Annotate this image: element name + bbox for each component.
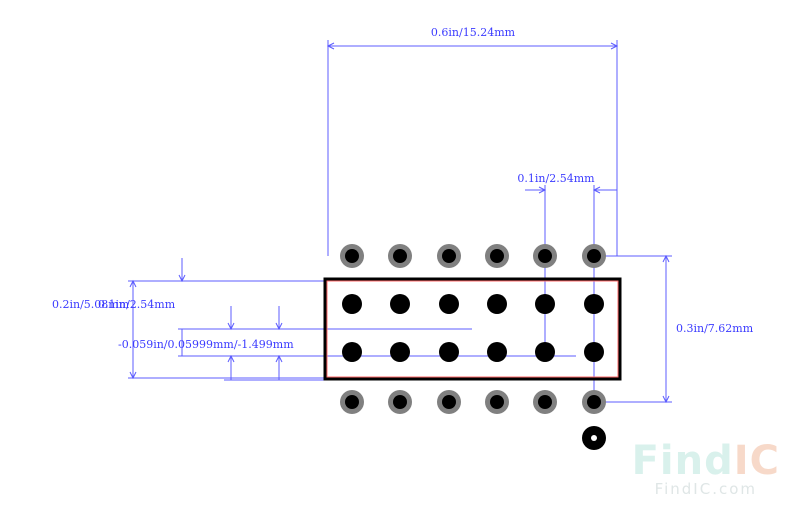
pad-row-bottom <box>340 390 606 414</box>
pad <box>584 342 604 362</box>
pad <box>342 294 362 314</box>
pin1-marker-dot <box>591 435 597 441</box>
left-arrow-bottom <box>129 371 137 380</box>
pad <box>439 294 459 314</box>
dimension-pitch: 0.1in/2.54mm <box>517 172 617 405</box>
watermark-wordmark: FindIC <box>632 441 780 481</box>
pad-hole <box>538 249 552 263</box>
marker-b-top-arrow <box>275 322 283 331</box>
pad-row-inner-upper <box>342 294 604 314</box>
marker-a-bottom-arrow <box>227 354 235 363</box>
pad-hole <box>393 395 407 409</box>
dimension-label-overlap: -0.059in/0.05999mm/-1.499mm <box>118 338 294 351</box>
dimension-row-spacing: 0.3in/7.62mm <box>600 254 754 404</box>
dimension-label-width: 0.6in/15.24mm <box>431 26 516 39</box>
courtyard-outline <box>326 280 619 378</box>
pad-hole <box>442 249 456 263</box>
pad <box>390 342 410 362</box>
dimension-label-left-outer: 0.2in/5.08mm <box>52 298 130 311</box>
arrow-left <box>326 42 335 50</box>
pad <box>342 342 362 362</box>
pad-hole <box>490 395 504 409</box>
pad-hole <box>587 249 601 263</box>
pad-row-top <box>340 244 606 268</box>
marker-a-top-arrow <box>227 322 235 331</box>
pad <box>439 342 459 362</box>
watermark-logo: FindIC FindIC.com <box>632 441 780 497</box>
pad-hole <box>442 395 456 409</box>
pitch-arrow-right <box>592 186 601 194</box>
pad <box>535 342 555 362</box>
pad-hole <box>587 395 601 409</box>
dimension-left: 0.2in/5.08mm 0.1in/2.54mm -0.059in/0.059… <box>52 258 576 381</box>
pad-hole <box>345 395 359 409</box>
package-outline <box>323 277 622 381</box>
pad-hole <box>393 249 407 263</box>
pad-row-inner-lower <box>342 342 604 362</box>
leader-top-arrow <box>178 274 186 283</box>
watermark-find: Find <box>631 438 734 484</box>
watermark-domain: FindIC.com <box>654 480 758 498</box>
marker-b-bottom-arrow <box>275 354 283 363</box>
pad-hole <box>345 249 359 263</box>
row-arrow-bottom <box>662 395 670 404</box>
watermark-ic: IC <box>733 438 780 484</box>
pad <box>487 342 507 362</box>
row-arrow-top <box>662 254 670 263</box>
dimension-label-left-inner: 0.1in/2.54mm <box>98 298 176 311</box>
left-arrow-top <box>129 279 137 288</box>
pad-hole <box>538 395 552 409</box>
pad-hole <box>490 249 504 263</box>
pad <box>584 294 604 314</box>
dimension-label-row: 0.3in/7.62mm <box>676 322 754 335</box>
pad <box>390 294 410 314</box>
pad <box>535 294 555 314</box>
arrow-right <box>610 42 619 50</box>
pitch-arrow-left <box>538 186 547 194</box>
dimension-width: 0.6in/15.24mm <box>326 26 619 256</box>
dimension-label-pitch: 0.1in/2.54mm <box>517 172 595 185</box>
pad <box>487 294 507 314</box>
